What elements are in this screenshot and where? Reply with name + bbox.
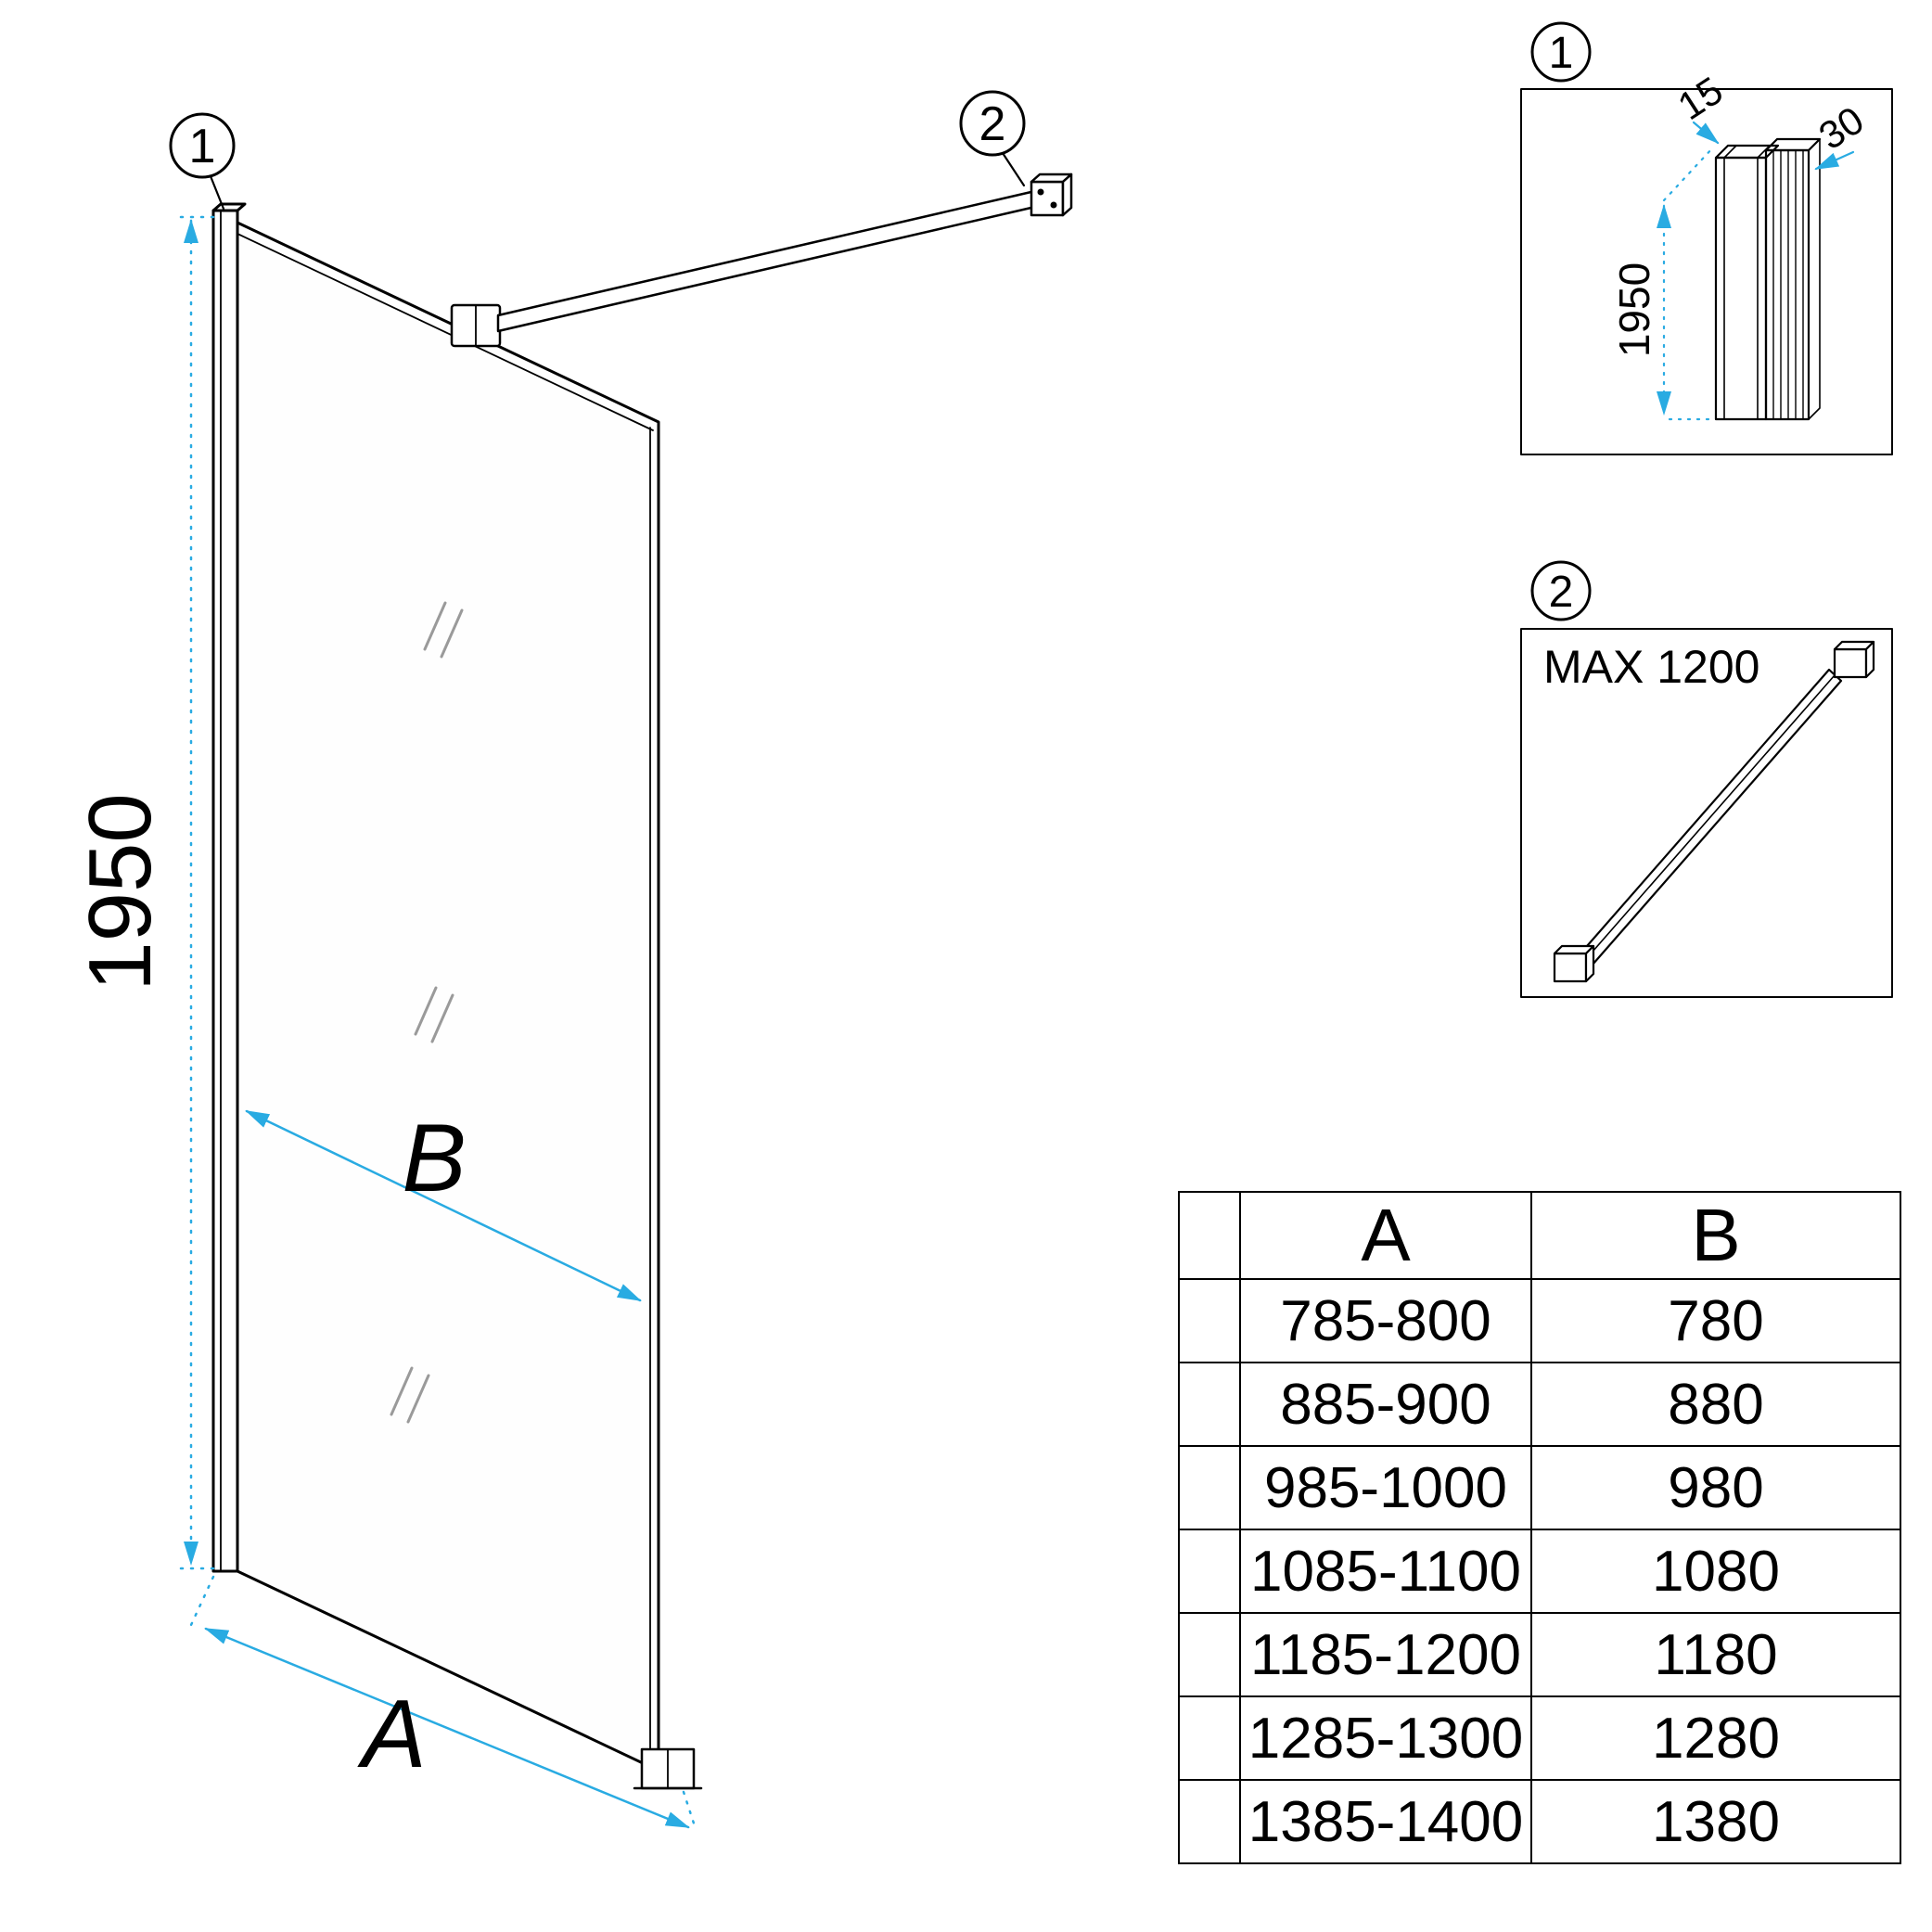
detail-bar-top-cap (1833, 647, 1868, 679)
callout-2-circle (959, 90, 1026, 157)
profile-rib-body (1764, 148, 1810, 421)
size-table-col-b-header: B (1530, 1191, 1901, 1280)
row-spacer-cell (1178, 1445, 1241, 1530)
detail-2-box (1520, 628, 1893, 998)
size-table-spacer-header (1178, 1191, 1241, 1280)
profile-channel-inner-lines (1723, 145, 1771, 420)
detail-1-callout-label: 1 (1549, 29, 1574, 78)
row-b-cell: 1380 (1530, 1779, 1901, 1864)
table-row: 985-1000 980 (1178, 1445, 1901, 1530)
row-a-cell: 1285-1300 (1239, 1695, 1532, 1781)
detail-1-dim-15-label: 15 (1670, 68, 1731, 128)
wall-bracket-screw-2 (1050, 201, 1057, 209)
table-row: 885-900 880 (1178, 1362, 1901, 1447)
row-spacer-cell (1178, 1278, 1241, 1363)
row-spacer-cell (1178, 1612, 1241, 1697)
detail-1 (1520, 21, 1893, 455)
dim-1950-extensions (178, 215, 215, 1570)
glass-panel (236, 221, 660, 1772)
row-a-cell: 1385-1400 (1239, 1779, 1532, 1864)
row-b-cell: 780 (1530, 1278, 1901, 1363)
detail-bar-bottom-cap-side (1584, 944, 1595, 983)
row-b-cell: 1180 (1530, 1612, 1901, 1697)
detail-2-callout-label: 2 (1549, 568, 1574, 617)
detail-1-box (1520, 88, 1893, 455)
detail-2 (1520, 560, 1893, 998)
table-row: 1285-1300 1280 (1178, 1695, 1901, 1781)
wall-bracket-side (1061, 173, 1073, 217)
row-a-cell: 885-900 (1239, 1362, 1532, 1447)
dim-15-arrow (1692, 121, 1720, 145)
wall-profile-body (211, 209, 239, 1573)
callout-2-label: 2 (979, 97, 1006, 151)
detail-dim-1950-extensions (1662, 147, 1716, 421)
main-diagram (169, 90, 1073, 1790)
glass-thickness-lines (237, 233, 654, 1766)
main-height-dimension-label: 1950 (70, 793, 170, 992)
profile-channel-body (1714, 156, 1768, 421)
wall-bracket-face (1030, 180, 1065, 217)
detail-2-max-label: MAX 1200 (1543, 641, 1759, 693)
dim-b-line (245, 1109, 642, 1302)
row-spacer-cell (1178, 1529, 1241, 1614)
row-a-cell: 1085-1100 (1239, 1529, 1532, 1614)
table-row: 1385-1400 1380 (1178, 1779, 1901, 1864)
row-spacer-cell (1178, 1779, 1241, 1864)
wall-bracket-screw-1 (1037, 188, 1044, 196)
table-row: 785-800 780 (1178, 1278, 1901, 1363)
row-spacer-cell (1178, 1695, 1241, 1781)
row-b-cell: 880 (1530, 1362, 1901, 1447)
table-row: 1185-1200 1180 (1178, 1612, 1901, 1697)
row-a-cell: 785-800 (1239, 1278, 1532, 1363)
row-a-cell: 1185-1200 (1239, 1612, 1532, 1697)
profile-rib-side (1808, 138, 1821, 420)
main-b-dimension-label: B (402, 1105, 466, 1212)
row-b-cell: 980 (1530, 1445, 1901, 1530)
main-dimensions (178, 215, 697, 1831)
callout-1-label: 1 (189, 120, 216, 173)
glass-shine-marks (390, 601, 464, 1424)
detail-bar-edge-line (1585, 674, 1836, 960)
support-bar (496, 189, 1037, 333)
callout-2-leader (1001, 151, 1026, 187)
size-table-header-row: A B (1178, 1191, 1901, 1280)
table-row: 1085-1100 1080 (1178, 1529, 1901, 1614)
detail-1-dim-1950-label: 1950 (1610, 262, 1658, 357)
detail-2-callout-circle (1530, 560, 1592, 621)
main-a-dimension-label: A (356, 1681, 426, 1788)
row-a-cell: 985-1000 (1239, 1445, 1532, 1530)
detail-bar-bottom-cap (1553, 952, 1588, 983)
dim-30-arrow (1814, 150, 1855, 171)
row-b-cell: 1080 (1530, 1529, 1901, 1614)
size-table: A B 785-800 780 885-900 880 985-1000 980… (1178, 1191, 1901, 1864)
dim-a-line (204, 1627, 690, 1829)
size-table-col-a-header: A (1239, 1191, 1532, 1280)
callout-1-leader (209, 174, 225, 211)
row-b-cell: 1280 (1530, 1695, 1901, 1781)
detail-bar-top-cap-side (1864, 640, 1875, 679)
detail-1-dimensions (1657, 121, 1855, 421)
row-spacer-cell (1178, 1362, 1241, 1447)
profile-rib-lines (1772, 149, 1804, 420)
callout-1-circle (169, 112, 236, 179)
detail-1-callout-circle (1530, 21, 1592, 83)
